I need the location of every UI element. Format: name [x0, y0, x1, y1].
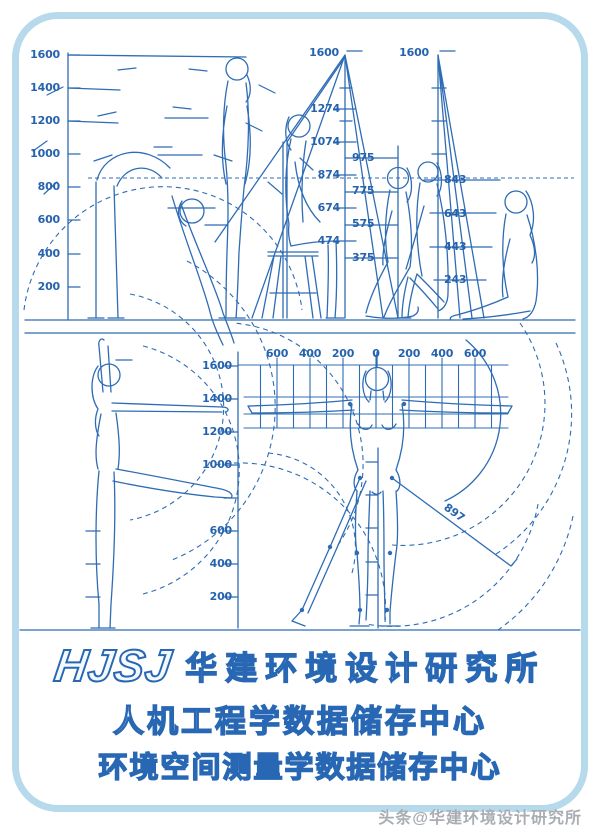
axis-label: 200 [331, 347, 355, 360]
measure-ticks [157, 117, 229, 226]
scale-label: 443 [444, 240, 467, 253]
axis-label: 1200 [202, 425, 232, 438]
axis-label: 0 [372, 347, 380, 360]
scale-label: 375 [352, 251, 375, 264]
scale-label: 1274 [310, 102, 340, 115]
scale-label: 843 [444, 173, 467, 186]
scale-label: 243 [444, 273, 467, 286]
scale-label: 474 [317, 234, 341, 247]
axis-label: 600 [265, 347, 289, 360]
figure-bending [87, 151, 235, 346]
axis-label: 1400 [202, 392, 232, 405]
axis-label: 200 [209, 590, 233, 603]
axis-label: 1000 [202, 458, 232, 471]
top-panel-axis [67, 52, 247, 321]
height-scale-1 [214, 50, 399, 319]
scale-label: 975 [352, 151, 375, 164]
figure-vitruvian [247, 351, 518, 629]
axis-label: 200 [37, 280, 61, 293]
ground-lines [19, 319, 581, 631]
footer-line3: 环境空间测量学数据储存中心 [98, 751, 502, 784]
figure-sitting-floor [449, 190, 539, 321]
scale-apex-label: 1600 [399, 46, 429, 59]
axis-label: 400 [37, 247, 61, 260]
axis-label: 400 [209, 557, 233, 570]
scale-apex-label: 1600 [309, 46, 339, 59]
figure-sitting-stool [261, 114, 345, 319]
axis-label: 600 [209, 524, 233, 537]
figure-standing [218, 57, 251, 319]
figure-kneeling [365, 166, 419, 319]
reach-grid [237, 354, 509, 429]
axis-label: 1200 [30, 114, 60, 127]
axis-label: 1600 [30, 48, 60, 61]
reach-arc-solid [444, 339, 502, 502]
rounded-border [12, 12, 588, 812]
axis-label: 1000 [30, 147, 60, 160]
figure-arm-raised-leg-extended [90, 338, 233, 629]
stool [261, 251, 322, 319]
hjsj-logo: HJSJ [50, 639, 176, 692]
org-name: 华建环境设计研究所 [185, 649, 546, 686]
axis-label: 200 [397, 347, 421, 360]
axis-label: 800 [37, 180, 61, 193]
plumb-line [365, 447, 379, 629]
axis-label: 600 [463, 347, 487, 360]
scale-label: 575 [352, 217, 375, 230]
reach-arcs [23, 186, 574, 631]
scale-label: 874 [317, 168, 341, 181]
bottom-panel-axis [85, 351, 239, 629]
footer-line2: 人机工程学数据储存中心 [112, 703, 487, 739]
scale-label: 643 [444, 207, 467, 220]
axis-label: 600 [37, 213, 61, 226]
motion-hatches [32, 67, 314, 195]
height-scale-2 [423, 50, 501, 319]
figure-sitting-knees-up [395, 161, 449, 319]
axis-label: 400 [298, 347, 322, 360]
scale-label: 775 [352, 184, 375, 197]
scale-label: 674 [317, 201, 341, 214]
scale-label: 1074 [310, 135, 340, 148]
axis-label: 1400 [30, 81, 60, 94]
watermark: 头条@华建环境设计研究所 [378, 810, 582, 827]
axis-label: 1600 [202, 359, 232, 372]
axis-label: 400 [430, 347, 454, 360]
joint-dots [299, 401, 407, 613]
